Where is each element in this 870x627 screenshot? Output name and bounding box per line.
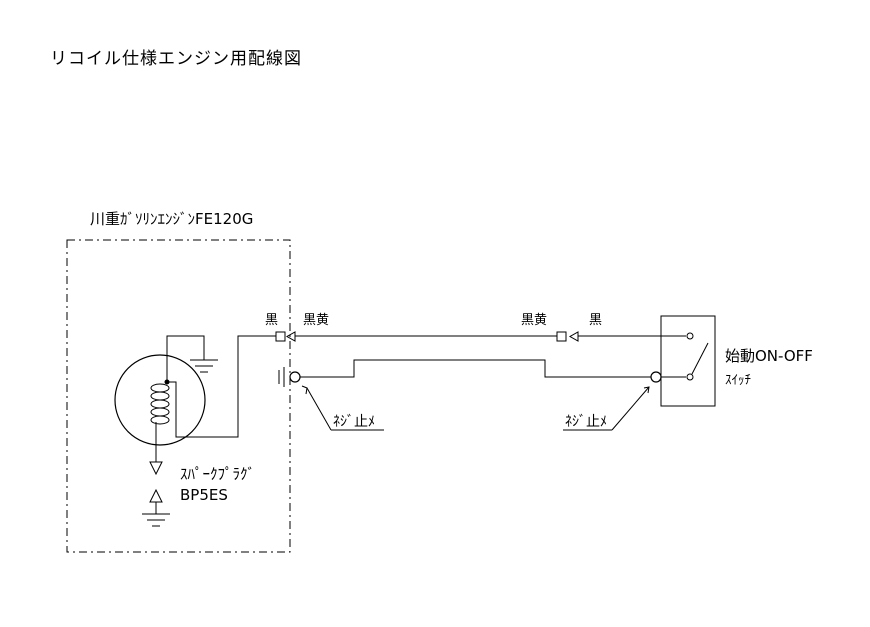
screw-stop-left-label: ﾈｼﾞ止ﾒ	[333, 414, 375, 430]
screw-stop-right-label: ﾈｼﾞ止ﾒ	[565, 414, 607, 430]
spark-plug-label: ｽﾊﾟｰｸﾌﾟﾗｸﾞ	[180, 465, 255, 483]
page-title: リコイル仕様エンジン用配線図	[50, 49, 302, 69]
wire-label-black-yellow-right: 黒黄	[521, 313, 547, 328]
ground-screw-right-icon	[650, 371, 662, 383]
engine-connector-icon	[275, 331, 286, 342]
engine-label: 川重ｶﾞｿﾘﾝｴﾝｼﾞﾝFE120G	[90, 210, 253, 228]
switch-sub-label: ｽｲｯﾁ	[725, 373, 751, 388]
start-switch-box	[660, 315, 716, 407]
spark-plug-icon	[149, 461, 163, 476]
ground-wire	[300, 359, 651, 378]
coil-output-wire	[167, 335, 276, 438]
spark-plug-model: BP5ES	[180, 486, 228, 504]
coil-ground-wire	[166, 335, 205, 382]
wire-label-black-left: 黒	[265, 313, 278, 328]
ground-screw-left-icon	[289, 371, 301, 383]
wire-label-black-right: 黒	[589, 313, 602, 328]
ignition-coil-icon	[114, 354, 206, 446]
engine-enclosure	[66, 239, 291, 553]
wire-label-black-yellow-left: 黒黄	[303, 313, 329, 328]
switch-label: 始動ON-OFF	[725, 347, 813, 365]
switch-connector-icon	[556, 331, 567, 342]
coil-winding-icon	[150, 383, 170, 425]
switch-contact-icon	[691, 342, 709, 375]
